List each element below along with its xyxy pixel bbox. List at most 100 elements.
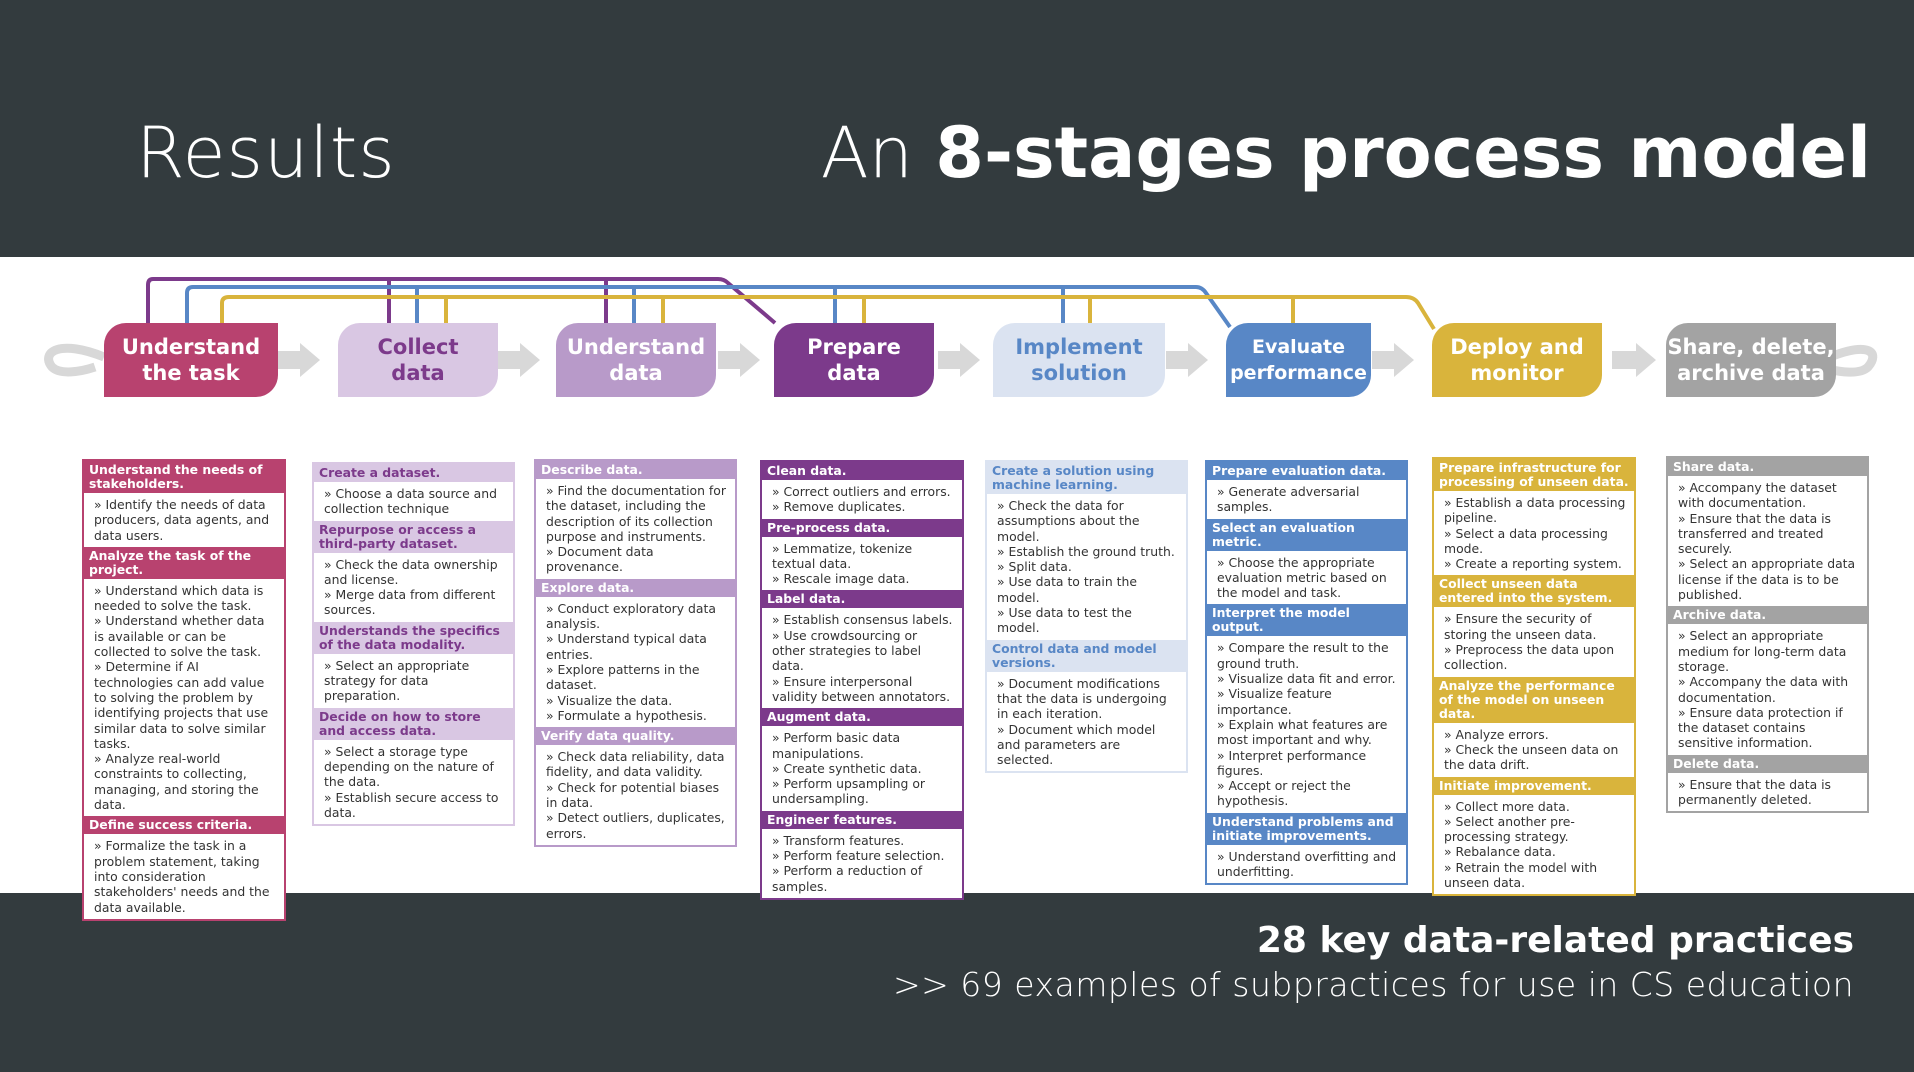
subpractice-item: » Accompany the data with documentation.: [1678, 674, 1849, 705]
slide-subtitle: An 8-stages process model: [821, 112, 1871, 194]
subpractice-item: » Preprocess the data upon collection.: [1444, 642, 1615, 673]
subpractice-item: » Select a data processing mode.: [1444, 525, 1608, 556]
subpractice-list: » Perform basic data manipulations.» Cre…: [762, 726, 962, 810]
subpractice-item: » Detect outliers, duplicates, errors.: [546, 810, 725, 841]
footer-headline: 28 key data-related practices: [1256, 920, 1854, 961]
subpractice-item: » Check data reliability, data fidelity,…: [546, 749, 725, 780]
forward-arrow: [498, 343, 540, 377]
stage-label: Understand data: [566, 335, 706, 385]
subpractice-item: » Remove duplicates.: [772, 499, 906, 515]
subpractice-item: » Interpret performance figures.: [1217, 747, 1367, 778]
subpractice-item: » Rescale image data.: [772, 571, 910, 587]
subpractice-item: » Visualize data fit and error.: [1217, 671, 1396, 687]
subpractice-list: » Analyze errors.» Check the unseen data…: [1434, 723, 1634, 777]
subpractice-list: » Correct outliers and errors.» Remove d…: [762, 480, 962, 519]
forward-arrow: [1612, 343, 1656, 377]
subpractice-item: » Establish the ground truth.: [997, 543, 1175, 559]
stage-collect-data: Collect data: [338, 323, 498, 397]
practice-title: Define success criteria.: [84, 816, 284, 835]
subpractice-item: » Use data to train the model.: [997, 574, 1137, 605]
card-evaluate-performance: Prepare evaluation data.» Generate adver…: [1205, 460, 1408, 886]
stage-share-delete-archive: Share, delete, archive data: [1666, 323, 1836, 397]
card-understand-data: Describe data. » Find the documentation f…: [534, 459, 737, 847]
practice-title: Understand the needs of stakeholders.: [84, 461, 284, 493]
end-loop: [1826, 344, 1878, 377]
subpractice-item: » Generate adversarial samples.: [1217, 484, 1360, 515]
footer-subline: >> 69 examples of subpractices for use i…: [892, 965, 1854, 1004]
start-loop: [44, 343, 106, 377]
subpractice-item: » Correct outliers and errors.: [772, 484, 951, 499]
practice-title: Analyze the performance of the model on …: [1434, 676, 1634, 723]
card-deploy-monitor: Prepare infrastructure for processing of…: [1432, 457, 1636, 897]
subpractice-item: » Accompany the dataset with documentati…: [1678, 480, 1837, 511]
subpractice-item: » Document which model and parameters ar…: [997, 721, 1156, 768]
practice-title: Initiate improvement.: [1434, 776, 1634, 795]
practice-title: Create a dataset.: [314, 464, 513, 482]
subpractice-list: » Understand which data is needed to sol…: [84, 579, 284, 816]
practice-title: Describe data.: [536, 461, 735, 479]
practice-title: Pre-process data.: [762, 518, 962, 537]
subpractice-list: » Choose a data source and collection te…: [314, 482, 513, 521]
practice-title: Engineer features.: [762, 810, 962, 829]
subpractice-item: » Check the unseen data on the data drif…: [1444, 741, 1619, 773]
subpractice-item: » Conduct exploratory data analysis.: [546, 600, 716, 632]
subpractice-list: » Compare the result to the ground truth…: [1207, 636, 1406, 812]
subpractice-item: » Ensure the security of storing the uns…: [1444, 611, 1597, 642]
subpractice-item: » Understand overfitting and underfittin…: [1217, 848, 1397, 880]
subpractice-list: » Transform features.» Perform feature s…: [762, 829, 962, 898]
subpractice-item: » Formulate a hypothesis.: [546, 707, 707, 723]
practice-title: Control data and model versions.: [987, 639, 1186, 672]
practice-title: Repurpose or access a third-party datase…: [314, 520, 513, 553]
subpractice-list: » Accompany the dataset with documentati…: [1668, 476, 1867, 606]
subpractice-item: » Check the data for assumptions about t…: [997, 498, 1140, 544]
subpractice-item: » Check for potential biases in data.: [546, 779, 720, 811]
subpractice-item: » Formalize the task in a problem statem…: [94, 838, 270, 915]
practice-title: Decide on how to store and access data.: [314, 707, 513, 740]
subpractice-item: » Establish secure access to data.: [324, 789, 499, 820]
subpractice-item: » Document data provenance.: [546, 544, 654, 575]
subpractice-list: » Find the documentation for the dataset…: [536, 479, 735, 579]
practice-title: Clean data.: [762, 462, 962, 480]
subpractice-list: » Document modifications that the data i…: [987, 672, 1186, 772]
subpractice-item: » Check the data ownership and license.: [324, 556, 498, 587]
subpractice-item: » Create a reporting system.: [1444, 556, 1622, 572]
subpractice-item: » Perform basic data manipulations.: [772, 730, 901, 761]
forward-arrow: [1372, 343, 1414, 377]
subpractice-item: » Use data to test the model.: [997, 605, 1132, 636]
forward-arrow: [1166, 343, 1208, 377]
forward-arrows: [278, 343, 1656, 377]
subpractice-list: » Lemmatize, tokenize textual data.» Res…: [762, 537, 962, 591]
subpractice-list: » Check the data for assumptions about t…: [987, 494, 1186, 640]
subpractice-list: » Select a storage type depending on the…: [314, 740, 513, 824]
practice-title: Collect unseen data entered into the sys…: [1434, 575, 1634, 608]
subtitle-prefix: An: [820, 112, 913, 194]
subpractice-item: » Understand typical data entries.: [546, 631, 707, 662]
stage-prepare-data: Prepare data: [774, 323, 934, 397]
subpractice-list: » Collect more data.» Select another pre…: [1434, 795, 1634, 895]
purple-feedback-line: [146, 277, 777, 331]
subpractice-item: » Explore patterns in the dataset.: [546, 661, 700, 693]
subpractice-list: » Identify the needs of data producers, …: [84, 493, 284, 547]
card-understand-task: Understand the needs of stakeholders.» I…: [82, 459, 286, 921]
practice-title: Augment data.: [762, 708, 962, 727]
stage-understand-data: Understand data: [556, 323, 716, 397]
stage-label: Collect data: [377, 335, 459, 385]
practice-title: Interpret the model output.: [1207, 604, 1406, 637]
subpractice-list: » Formalize the task in a problem statem…: [84, 834, 284, 918]
subpractice-item: » Understand which data is needed to sol…: [94, 582, 264, 614]
subpractice-list: » Check the data ownership and license.»…: [314, 553, 513, 622]
forward-arrow: [718, 343, 760, 377]
stage-label: Evaluate performance: [1230, 336, 1367, 384]
subpractice-list: » Conduct exploratory data analysis.» Un…: [536, 597, 735, 727]
subpractice-item: » Perform a reduction of samples.: [772, 863, 923, 894]
subpractice-item: » Compare the result to the ground truth…: [1217, 640, 1389, 671]
subpractice-item: » Explain what features are most importa…: [1217, 716, 1388, 748]
subpractice-item: » Ensure that the data is transferred an…: [1678, 510, 1832, 557]
subpractice-item: » Choose a data source and collection te…: [324, 486, 497, 517]
practice-title: Share data.: [1668, 458, 1867, 476]
subpractice-item: » Choose the appropriate evaluation metr…: [1217, 554, 1387, 601]
stage-label: Deploy and monitor: [1450, 335, 1584, 385]
subpractice-item: » Find the documentation for the dataset…: [546, 483, 726, 544]
stage-deploy-monitor: Deploy and monitor: [1432, 323, 1602, 397]
subpractice-item: » Use crowdsourcing or other strategies …: [772, 627, 922, 674]
